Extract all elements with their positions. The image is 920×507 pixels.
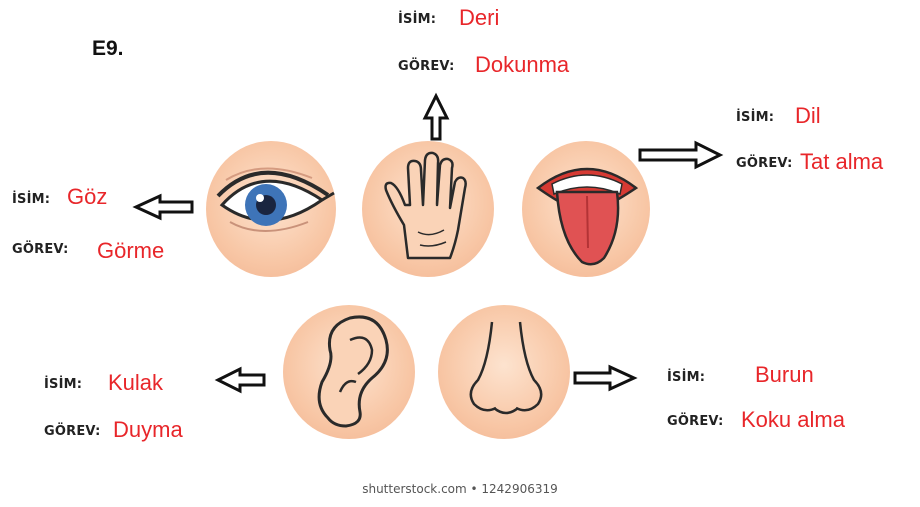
nose-duty-value: Koku alma [741,407,845,433]
arrow-right-icon [640,143,720,167]
ear-name-label: İSİM: [44,377,82,392]
hand-icon [386,153,466,258]
tongue-name-value: Dil [795,103,821,129]
ear-duty-value: Duyma [113,417,183,443]
skin-name-value: Deri [459,5,499,31]
ear-name-value: Kulak [108,370,163,396]
nose-duty-label: GÖREV: [667,414,724,429]
nose-icon [471,322,541,413]
eye-duty-value: Görme [97,238,164,264]
eye-icon [218,168,334,231]
skin-duty-value: Dokunma [475,52,569,78]
tongue-icon [538,169,636,264]
image-credit: shutterstock.com • 1242906319 [0,482,920,496]
eye-name-label: İSİM: [12,192,50,207]
arrow-left-icon [136,196,192,218]
arrow-up-icon [425,96,447,139]
nose-name-value: Burun [755,362,814,388]
nose-name-label: İSİM: [667,370,705,385]
ear-duty-label: GÖREV: [44,424,101,439]
eye-duty-label: GÖREV: [12,242,69,257]
tongue-duty-value: Tat alma [800,149,883,175]
tongue-name-label: İSİM: [736,110,774,125]
ear-icon [319,317,387,426]
eye-name-value: Göz [67,184,107,210]
skin-duty-label: GÖREV: [398,59,455,74]
arrow-left-icon [218,369,264,391]
skin-name-label: İSİM: [398,12,436,27]
tongue-duty-label: GÖREV: [736,156,793,171]
arrow-right-icon [575,367,634,389]
